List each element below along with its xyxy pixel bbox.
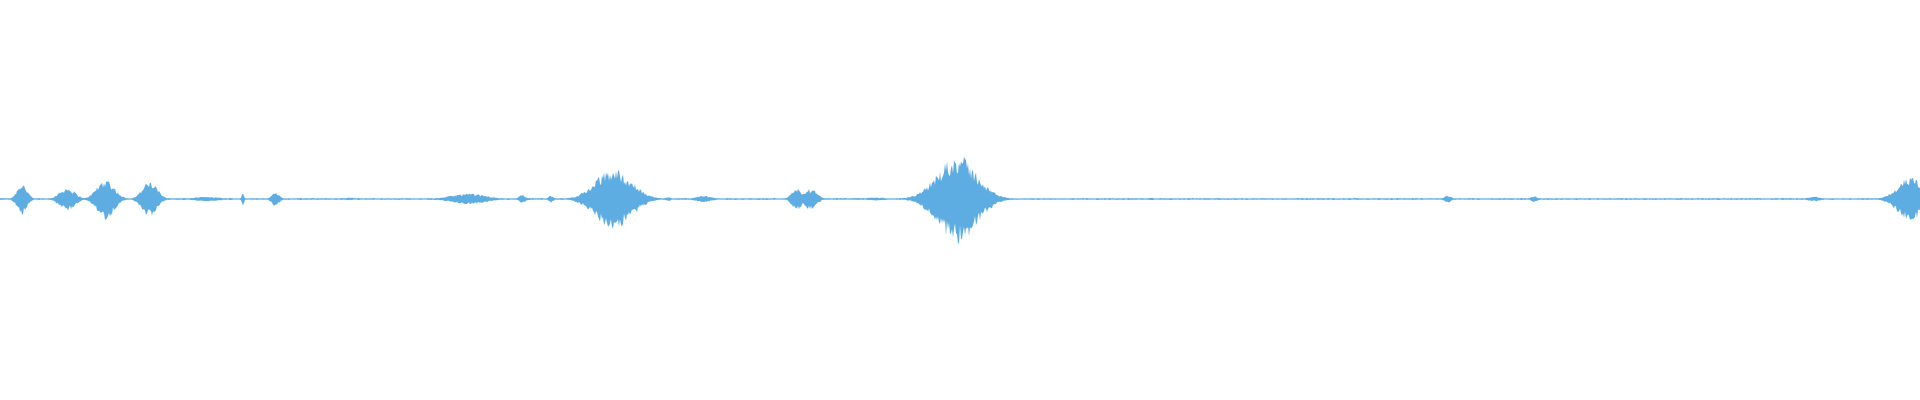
waveform-signal [0, 157, 1920, 244]
